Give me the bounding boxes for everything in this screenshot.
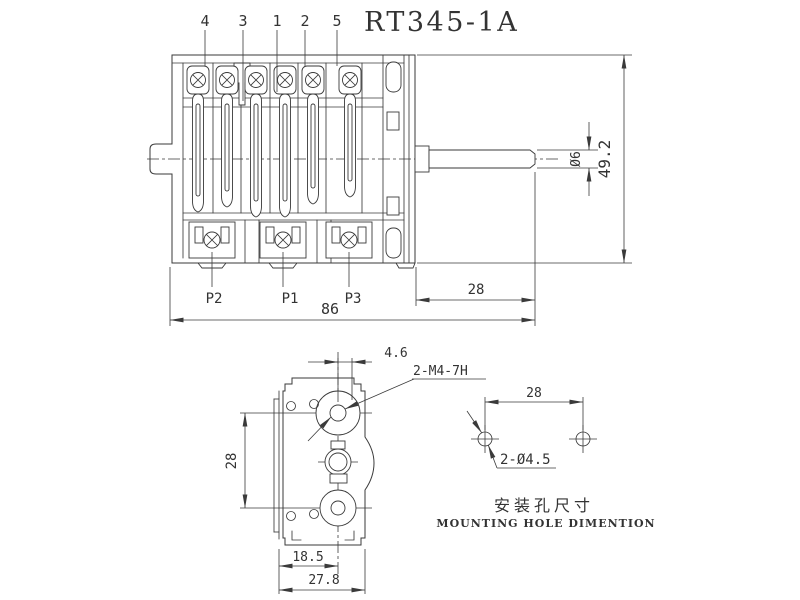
switch-housing-outline (149, 54, 416, 264)
terminal-label-p3: P3 (345, 291, 362, 307)
dim-hole-span: 28 (224, 412, 248, 509)
dim-offset: 4.6 (308, 346, 408, 402)
dim-text-offset: 4.6 (384, 346, 407, 361)
mounting-diagram: 28 2-Ø4.5 安装孔尺寸 MOUNTING HOLE DIMENTION (436, 386, 655, 530)
contact-blades (192, 93, 356, 218)
pin-label-1: 1 (272, 12, 281, 30)
terminal-callouts: P2 P1 P3 (206, 252, 362, 307)
dim-text-width: 27.8 (308, 573, 339, 588)
dim-width: 27.8 (278, 549, 366, 594)
pin-label-4: 4 (200, 12, 209, 30)
dim-center-from-left: 18.5 (278, 549, 339, 594)
pin-label-2: 2 (300, 12, 309, 30)
dim-text-hole-dia: 2-Ø4.5 (500, 452, 551, 468)
bottom-body-outline (282, 377, 375, 546)
pin-label-3: 3 (238, 12, 247, 30)
mounting-flange (385, 61, 402, 259)
mid-tab-upper (330, 440, 346, 450)
terminal-label-p1: P1 (282, 291, 299, 307)
dim-text-height: 49.2 (595, 140, 614, 179)
dim-text-spacing: 28 (526, 386, 542, 401)
mid-tab-lower (329, 473, 348, 484)
dim-text-thread: 2-M4-7H (413, 364, 468, 379)
dim-body-height: 49.2 (417, 54, 632, 264)
dim-text-shaft-dia: Ø6 (569, 151, 584, 167)
dim-hole-spacing: 28 (484, 386, 584, 430)
caption-english: MOUNTING HOLE DIMENTION (436, 517, 655, 530)
terminal-label-p2: P2 (206, 291, 223, 307)
dim-text-hole-span: 28 (224, 453, 240, 470)
dim-shaft-length: 28 (415, 172, 536, 326)
dim-text-total-len: 86 (321, 300, 339, 318)
bottom-body-left-steps (273, 390, 355, 541)
pin-label-5: 5 (332, 12, 341, 30)
housing-internals (171, 54, 410, 264)
dim-total-length: 86 (169, 267, 536, 326)
dim-text-center-left: 18.5 (292, 550, 323, 565)
bottom-terminals (188, 221, 416, 269)
caption-chinese: 安装孔尺寸 (494, 496, 594, 515)
drawing-title: RT345-1A (364, 7, 519, 38)
bottom-view: 4.6 2-M4-7H 28 18.5 27.8 (224, 346, 486, 594)
dim-shaft-diameter: Ø6 (537, 122, 598, 196)
pin-callouts: 4 3 1 2 5 (200, 12, 342, 101)
shaft (428, 149, 536, 169)
bottom-screw-hole (330, 500, 346, 516)
thread-callout: 2-M4-7H (307, 364, 486, 442)
shaft-bushing (414, 145, 430, 173)
dim-text-shaft-len: 28 (468, 282, 485, 298)
shaft-hole (328, 452, 348, 472)
top-screws (186, 65, 362, 95)
side-view: 4 3 1 2 5 P2 P1 P3 Ø6 49.2 (147, 12, 632, 326)
corner-holes (286, 399, 319, 521)
hole-dia-callout: 2-Ø4.5 (466, 410, 556, 469)
top-screw-hole (329, 404, 347, 422)
